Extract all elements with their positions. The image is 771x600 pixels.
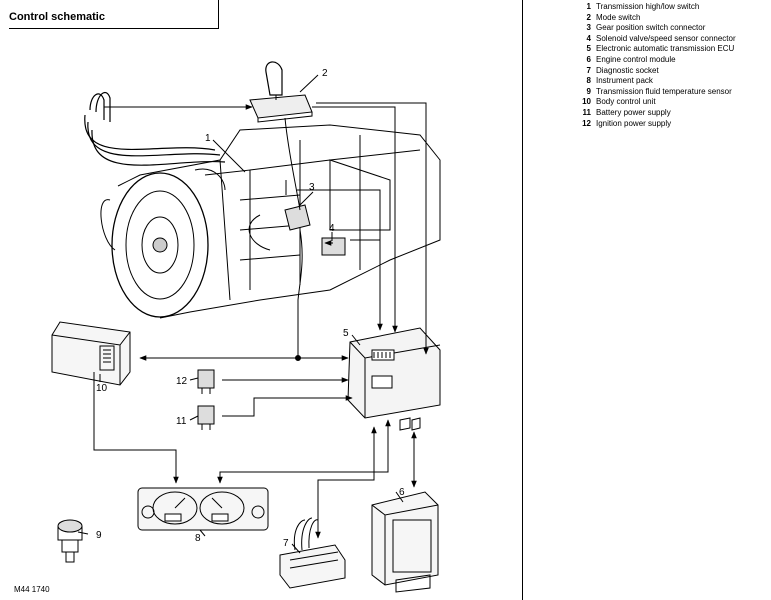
mode-switch-illustration	[249, 61, 313, 211]
legend-item: 3 Gear position switch connector	[565, 23, 736, 34]
diagnostic-socket-illustration	[279, 517, 346, 589]
legend-number: 3	[586, 23, 591, 33]
title-divider	[218, 0, 219, 29]
legend-label: Body control unit	[596, 97, 656, 107]
legend-label: Engine control module	[596, 54, 676, 64]
engine-control-module-illustration	[371, 491, 439, 593]
legend-label: Electronic automatic transmission ECU	[596, 44, 735, 54]
callout-5: 5	[343, 328, 349, 339]
legend-number: 2	[586, 12, 591, 22]
callout-6: 6	[399, 487, 405, 498]
legend-label: Diagnostic socket	[596, 65, 659, 75]
body-control-unit-illustration	[51, 321, 131, 386]
legend-item: 11 Battery power supply	[565, 108, 736, 119]
temperature-sensor-illustration	[57, 519, 83, 563]
transmission-ecu-illustration	[347, 327, 441, 431]
callout-4: 4	[329, 223, 335, 234]
callout-7: 7	[283, 538, 289, 549]
legend-item: 7 Diagnostic socket	[565, 66, 736, 77]
callout-10: 10	[96, 383, 108, 394]
legend-number: 9	[586, 86, 591, 96]
transmission-illustration	[84, 92, 441, 319]
callout-9: 9	[96, 530, 102, 541]
column-divider	[522, 0, 523, 600]
legend-number: 8	[586, 76, 591, 86]
fuse-illustration	[197, 369, 215, 430]
legend-number: 7	[586, 65, 591, 75]
legend-label: Gear position switch connector	[596, 23, 706, 33]
legend-number: 5	[586, 44, 591, 54]
callout-3: 3	[309, 182, 315, 193]
legend-item: 9 Transmission fluid temperature sensor	[565, 87, 736, 98]
legend-number: 1	[586, 2, 591, 11]
legend-label: Instrument pack	[596, 76, 653, 86]
callout-1: 1	[205, 133, 211, 144]
legend-item: 10 Body control unit	[565, 97, 736, 108]
page-title: Control schematic	[9, 11, 105, 23]
wiring-lines	[93, 100, 429, 539]
legend-label: Battery power supply	[596, 107, 671, 117]
callout-leaders	[77, 74, 404, 554]
callout-11: 11	[176, 416, 187, 427]
legend-label: Transmission fluid temperature sensor	[596, 86, 732, 96]
callout-12: 12	[176, 376, 188, 387]
legend-item: 5 Electronic automatic transmission ECU	[565, 44, 736, 55]
legend-number: 4	[586, 33, 591, 43]
legend-number: 11	[582, 107, 591, 117]
instrument-pack-illustration	[137, 487, 269, 531]
legend-number: 12	[582, 118, 591, 128]
legend-item: 6 Engine control module	[565, 55, 736, 66]
legend-item: 1 Transmission high/low switch	[565, 2, 736, 13]
legend-item: 4 Solenoid valve/speed sensor connector	[565, 34, 736, 45]
schematic-drawing: 1 2 3 4 5 6 7 8 9 10 11 12	[51, 61, 441, 593]
callout-2: 2	[322, 68, 328, 79]
legend-label: Solenoid valve/speed sensor connector	[596, 33, 736, 43]
callout-8: 8	[195, 533, 201, 544]
legend-number: 6	[586, 54, 591, 64]
legend-label: Transmission high/low switch	[596, 2, 700, 11]
legend-item: 2 Mode switch	[565, 13, 736, 24]
legend-item: 8 Instrument pack	[565, 76, 736, 87]
title-underline	[9, 28, 218, 29]
legend-label: Ignition power supply	[596, 118, 672, 128]
legend-item: 12 Ignition power supply	[565, 119, 736, 130]
legend: 1 Transmission high/low switch 2 Mode swit…	[565, 2, 736, 129]
legend-number: 10	[582, 97, 591, 107]
callout-numbers: 1 2 3 4 5 6 7 8 9 10 11 12	[96, 68, 405, 549]
legend-label: Mode switch	[596, 12, 641, 22]
figure-reference: M44 1740	[14, 585, 50, 594]
